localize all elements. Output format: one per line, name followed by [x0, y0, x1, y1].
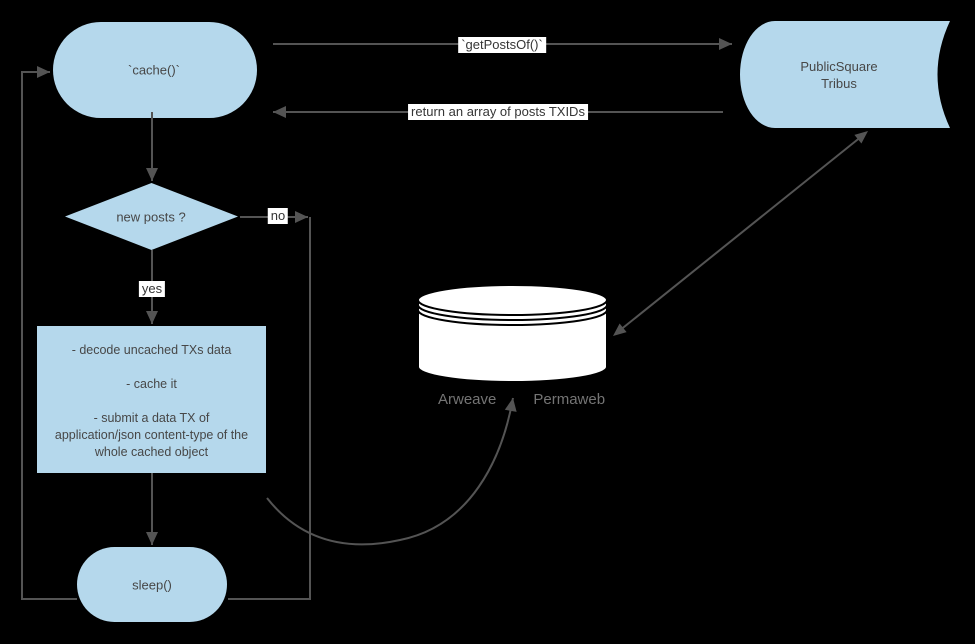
tribus-node-shape: [740, 21, 950, 128]
arrowhead-to-storage: [613, 323, 627, 336]
cylinder-top-ellipse: [417, 284, 608, 316]
edge-no-return-line: [228, 217, 311, 600]
storage-caption: Arweave Permaweb: [438, 391, 605, 408]
edge-storage-tribus-line: [618, 135, 863, 332]
process-item: - decode uncached TXs data: [71, 343, 232, 357]
edge-sleep-loopback: [21, 66, 77, 600]
edge-label-return-txids: return an array of posts TXIDs: [408, 104, 588, 120]
storage-caption-permaweb: Permaweb: [533, 391, 606, 408]
tribus-node-label: PublicSquare Tribus: [800, 59, 878, 91]
cache-node-shape: [53, 22, 257, 118]
cache-node-label: `cache()`: [127, 62, 181, 78]
cylinder-rim-line: [417, 309, 608, 326]
decision-node-label: new posts ?: [116, 209, 186, 225]
decision-node-shape: [65, 183, 238, 250]
process-node-shape: [37, 326, 266, 473]
storage-caption-arweave: Arweave: [438, 391, 497, 408]
cylinder-rim-line: [417, 304, 608, 321]
storage-cylinder-shape: [417, 284, 608, 383]
arrowhead-to-tribus: [854, 131, 868, 144]
edge-process-to-storage-curve: [266, 397, 517, 546]
edge-label-no: no: [267, 208, 289, 224]
sleep-node-label: sleep(): [132, 577, 172, 593]
edge-label-getpostsof: `getPostsOf()`: [458, 37, 546, 53]
sleep-node-shape: [77, 547, 227, 622]
process-node-text: - decode uncached TXs data - cache it - …: [37, 326, 266, 473]
process-item: - submit a data TX of application/json c…: [54, 411, 249, 459]
edge-label-yes: yes: [138, 281, 166, 297]
process-item: - cache it: [126, 377, 177, 391]
